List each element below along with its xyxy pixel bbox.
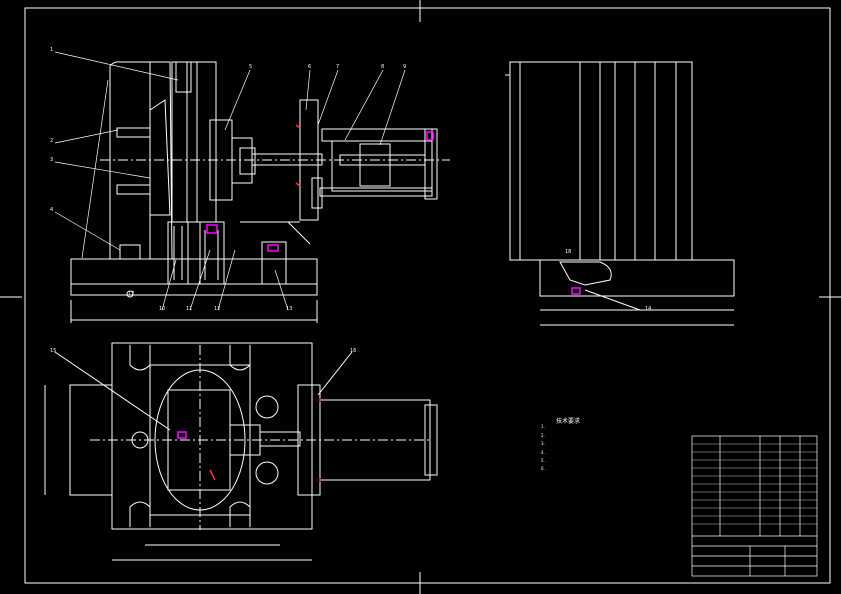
note-6: 6. xyxy=(541,466,545,471)
balloon-16: 16 xyxy=(350,348,357,354)
balloon-17: 17 xyxy=(128,291,135,297)
balloon-4: 4 xyxy=(50,207,54,213)
note-1: 1. xyxy=(541,424,545,429)
balloon-7: 7 xyxy=(336,64,340,70)
balloon-10: 10 xyxy=(159,306,166,312)
drawing-frame xyxy=(24,7,831,584)
top-view xyxy=(44,342,438,561)
balloon-13: 13 xyxy=(286,306,293,312)
front-leaders xyxy=(54,51,406,311)
balloon-8: 8 xyxy=(381,64,385,70)
balloon-12: 12 xyxy=(214,306,221,312)
note-4: 4. xyxy=(541,450,545,455)
balloon-15: 15 xyxy=(50,348,57,354)
technical-requirements-title: 技术要求 xyxy=(556,418,581,425)
balloon-11: 11 xyxy=(186,306,193,312)
balloon-5: 5 xyxy=(249,64,253,70)
side-view xyxy=(505,61,735,326)
note-5: 5. xyxy=(541,458,545,463)
note-3: 3. xyxy=(541,441,545,446)
balloon-3: 3 xyxy=(50,157,54,163)
title-block-rows xyxy=(692,443,817,525)
balloon-1: 1 xyxy=(50,47,54,53)
highlight-marks xyxy=(177,124,581,482)
note-2: 2. xyxy=(541,433,545,438)
front-view xyxy=(70,61,450,323)
balloon-2: 2 xyxy=(50,138,54,144)
balloon-14: 14 xyxy=(645,306,652,312)
title-block xyxy=(691,435,818,577)
balloon-9: 9 xyxy=(403,64,407,70)
balloon-18: 18 xyxy=(565,249,572,255)
balloon-6: 6 xyxy=(308,64,312,70)
